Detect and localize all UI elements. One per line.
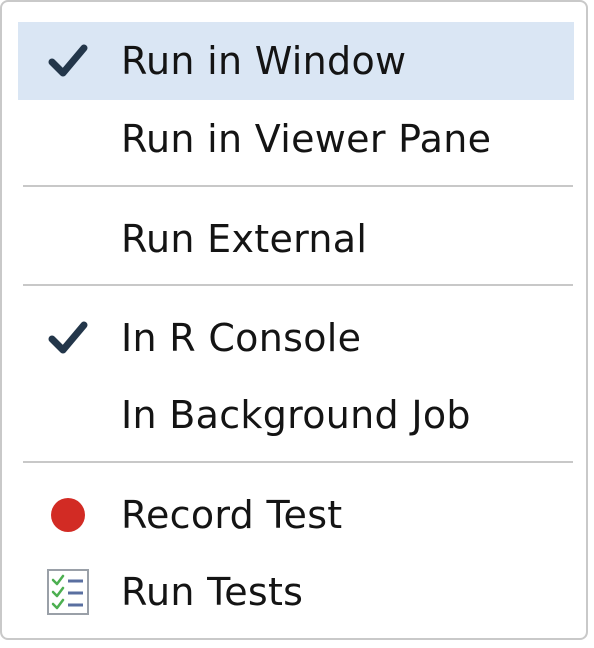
menu-item-label: In R Console	[121, 316, 362, 360]
menu-item-label: Run in Window	[121, 39, 407, 83]
menu-item-in-r-console[interactable]: In R Console	[18, 299, 574, 377]
checklist-icon	[44, 568, 92, 616]
menu-separator	[23, 461, 573, 463]
menu-item-record-test[interactable]: Record Test	[18, 476, 574, 554]
menu-item-run-in-viewer-pane[interactable]: Run in Viewer Pane	[18, 100, 574, 178]
menu-item-label: In Background Job	[121, 393, 471, 437]
checkmark-icon	[44, 37, 92, 85]
menu-item-label: Run Tests	[121, 570, 304, 614]
menu-item-run-in-window[interactable]: Run in Window	[18, 22, 574, 100]
menu-item-label: Run External	[121, 217, 368, 261]
menu-item-in-background-job[interactable]: In Background Job	[18, 376, 574, 454]
run-options-menu: Run in Window Run in Viewer Pane Run Ext…	[0, 0, 588, 640]
menu-item-run-external[interactable]: Run External	[18, 200, 574, 278]
record-icon	[44, 491, 92, 539]
menu-item-label: Run in Viewer Pane	[121, 117, 492, 161]
checkmark-icon	[44, 314, 92, 362]
menu-separator	[23, 284, 573, 286]
menu-item-run-tests[interactable]: Run Tests	[18, 553, 574, 631]
menu-item-label: Record Test	[121, 493, 343, 537]
menu-separator	[23, 185, 573, 187]
